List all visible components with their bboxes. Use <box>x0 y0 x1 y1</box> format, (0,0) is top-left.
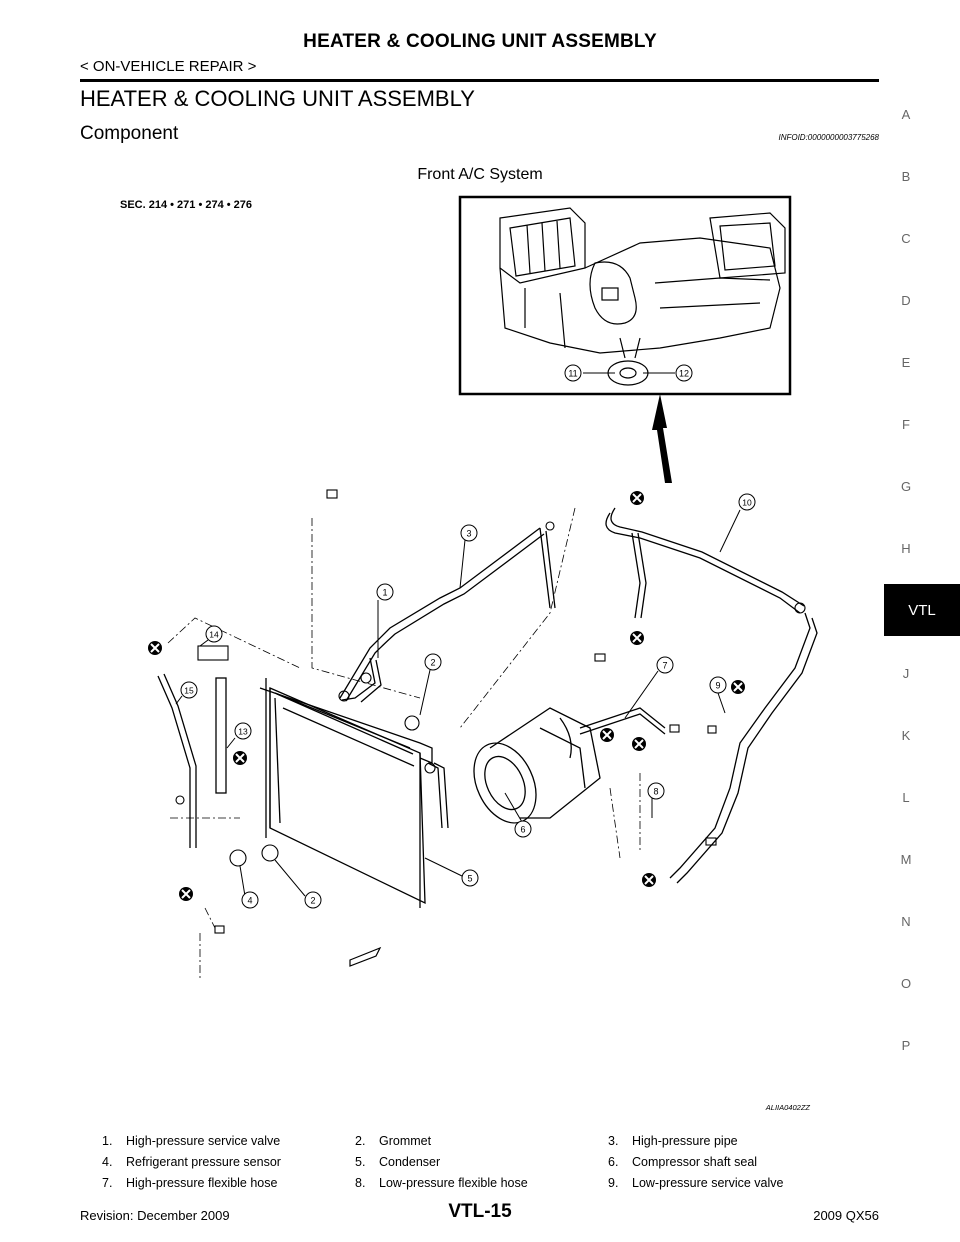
side-index-item[interactable]: O <box>900 976 912 991</box>
svg-text:14: 14 <box>209 630 219 640</box>
side-index-item[interactable]: E <box>901 355 911 370</box>
oring-markers <box>148 491 745 901</box>
legend-item: 6.Compressor shaft seal <box>608 1154 758 1169</box>
legend-item: 5.Condenser <box>355 1154 441 1169</box>
side-index-item[interactable]: F <box>902 417 910 432</box>
footer-revision: Revision: December 2009 <box>80 1208 230 1223</box>
svg-text:3: 3 <box>466 529 471 539</box>
callout-3: 3 <box>459 524 478 589</box>
pipes <box>157 507 818 884</box>
callout-15: 15 <box>175 681 198 705</box>
legend-item: 8.Low-pressure flexible hose <box>355 1175 528 1190</box>
legend-item: 1.High-pressure service valve <box>102 1133 281 1148</box>
svg-text:6: 6 <box>520 825 525 835</box>
side-index-item[interactable]: P <box>901 1038 911 1053</box>
footer-page-number: VTL-15 <box>448 1201 512 1222</box>
side-index-item[interactable]: B <box>901 169 911 184</box>
svg-text:13: 13 <box>238 727 248 737</box>
legend-item: 3.High-pressure pipe <box>608 1133 738 1148</box>
svg-text:4: 4 <box>247 896 252 906</box>
front-direction-arrow <box>349 946 382 967</box>
side-index-item[interactable]: J <box>902 666 910 681</box>
legend-row: 4.Refrigerant pressure sensor 5.Condense… <box>102 1151 862 1172</box>
legend-item: 4.Refrigerant pressure sensor <box>102 1154 281 1169</box>
callout-14: 14 <box>199 625 223 647</box>
callout-8: 8 <box>647 782 665 818</box>
callout-12: 12 <box>643 364 693 382</box>
svg-text:5: 5 <box>467 874 472 884</box>
info-id: INFOID:0000000003775268 <box>778 133 879 142</box>
callout-7: 7 <box>624 656 674 719</box>
callout-6: 6 <box>504 792 532 838</box>
side-index-item-active[interactable]: VTL <box>884 584 960 636</box>
svg-text:10: 10 <box>742 498 752 508</box>
callout-4: 4 <box>239 865 259 909</box>
heater-cooling-unit-inset: 11 12 <box>458 195 792 396</box>
legend-item: 2.Grommet <box>355 1133 432 1148</box>
sec-label: SEC. 214 • 271 • 274 • 276 <box>120 199 252 211</box>
legend-item: 7.High-pressure flexible hose <box>102 1175 278 1190</box>
svg-text:1: 1 <box>382 588 387 598</box>
side-index-item[interactable]: C <box>901 231 911 246</box>
callout-2b: 2 <box>274 859 322 909</box>
component-diagram: SEC. 214 • 271 • 274 • 276 <box>120 195 818 1112</box>
callout-9: 9 <box>709 676 727 714</box>
side-index-item[interactable]: N <box>901 914 911 929</box>
section-subtitle: Component <box>80 123 179 144</box>
svg-text:12: 12 <box>679 369 689 379</box>
svg-text:11: 11 <box>568 369 577 379</box>
compressor <box>473 707 601 824</box>
svg-text:8: 8 <box>653 787 658 797</box>
legend-row: 7.High-pressure flexible hose 8.Low-pres… <box>102 1172 862 1193</box>
callout-1: 1 <box>376 583 394 658</box>
small-parts <box>175 489 806 934</box>
side-index-item[interactable]: M <box>900 852 912 867</box>
callout-11: 11 <box>564 364 615 382</box>
svg-text:9: 9 <box>715 681 720 691</box>
guide-lines <box>167 507 641 978</box>
legend-row: 1.High-pressure service valve 2.Grommet … <box>102 1130 862 1151</box>
callout-10: 10 <box>719 493 756 553</box>
section-title: HEATER & COOLING UNIT ASSEMBLY <box>80 86 475 111</box>
page-header-subtitle: < ON-VEHICLE REPAIR > <box>80 58 257 75</box>
header-rule <box>80 79 879 82</box>
side-index-item[interactable]: G <box>900 479 912 494</box>
side-index-item[interactable]: H <box>901 541 911 556</box>
legend-item: 9.Low-pressure service valve <box>608 1175 784 1190</box>
side-index-item[interactable]: D <box>901 293 911 308</box>
footer-model: 2009 QX56 <box>813 1208 879 1223</box>
svg-text:2: 2 <box>430 658 435 668</box>
svg-text:2: 2 <box>310 896 315 906</box>
side-index-item[interactable]: A <box>901 107 911 122</box>
side-index-item[interactable]: L <box>902 790 910 805</box>
svg-text:15: 15 <box>184 686 194 696</box>
side-index-item[interactable]: K <box>901 728 911 743</box>
callout-13: 13 <box>226 722 252 749</box>
figure-code: ALIIA0402ZZ <box>765 1103 811 1112</box>
callout-2: 2 <box>419 653 442 716</box>
callout-5: 5 <box>424 857 479 887</box>
arrow-indicator <box>652 394 672 483</box>
condenser <box>259 678 433 908</box>
figure-title: Front A/C System <box>417 166 543 183</box>
page-header-title: HEATER & COOLING UNIT ASSEMBLY <box>303 31 657 52</box>
component-legend: 1.High-pressure service valve 2.Grommet … <box>102 1130 862 1193</box>
svg-text:7: 7 <box>662 661 667 671</box>
